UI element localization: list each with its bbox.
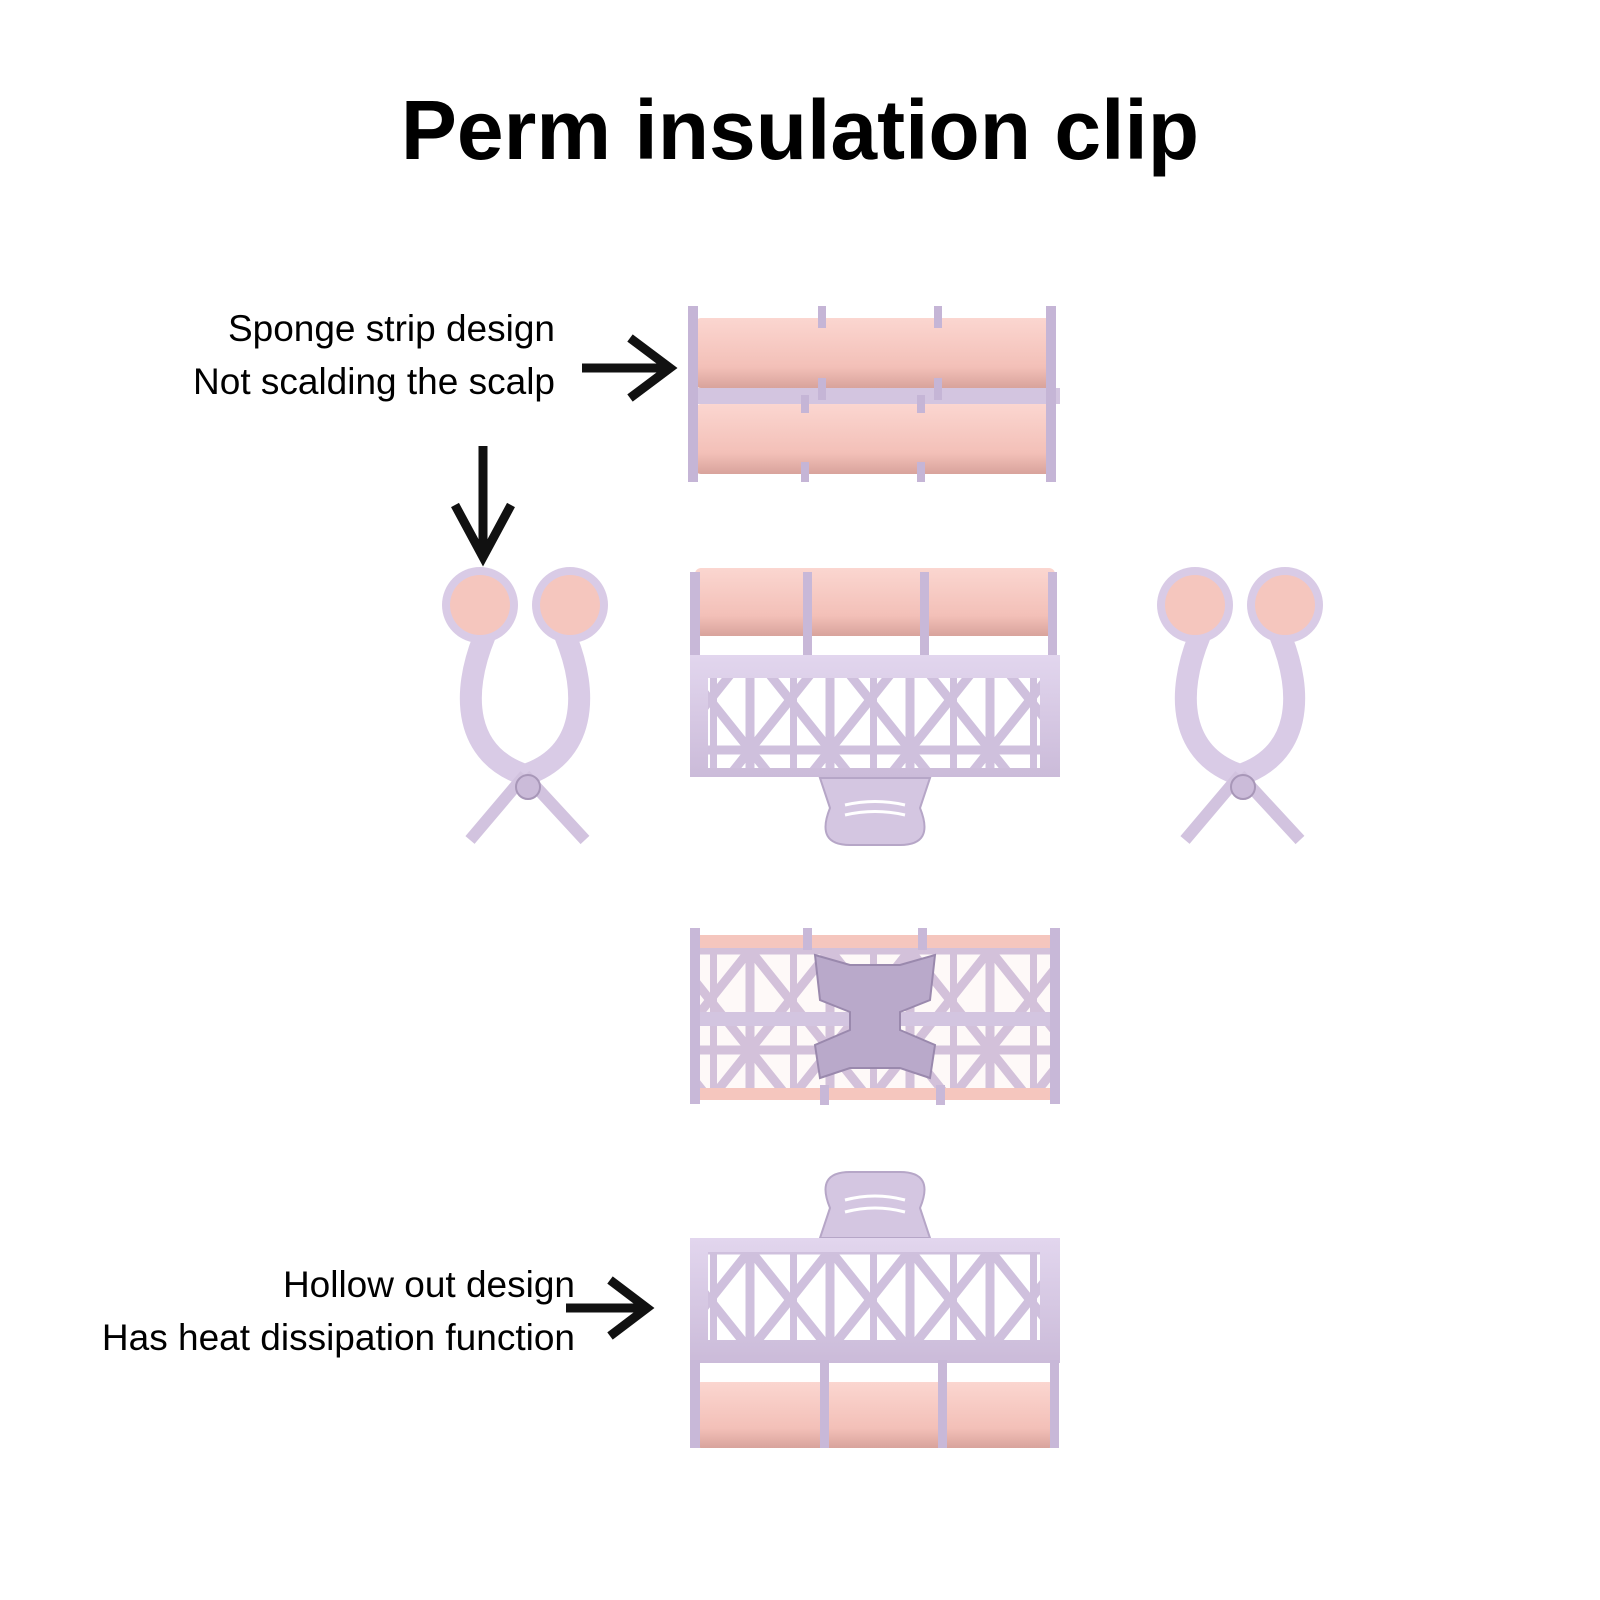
down-arrow-icon (451, 446, 515, 567)
bottom-view-clip (690, 1171, 1060, 1448)
front-view-clip (690, 568, 1060, 846)
side-view-clip-left (442, 567, 608, 845)
sponge-callout-line1: Sponge strip design (227, 308, 555, 349)
right-arrow-icon (566, 1276, 655, 1340)
back-view-clip (690, 928, 1060, 1105)
hollow-callout-line1: Hollow out design (282, 1264, 575, 1305)
top-view-sponge-rollers (688, 306, 1060, 482)
hollow-callout: Hollow out design Has heat dissipation f… (0, 1258, 575, 1364)
sponge-callout-line2: Not scalding the scalp (193, 361, 555, 402)
side-view-clip-right (1157, 567, 1323, 845)
right-arrow-icon (582, 334, 678, 402)
hollow-callout-line2: Has heat dissipation function (101, 1317, 575, 1358)
page-title: Perm insulation clip (400, 83, 1200, 177)
sponge-callout: Sponge strip design Not scalding the sca… (60, 302, 555, 408)
